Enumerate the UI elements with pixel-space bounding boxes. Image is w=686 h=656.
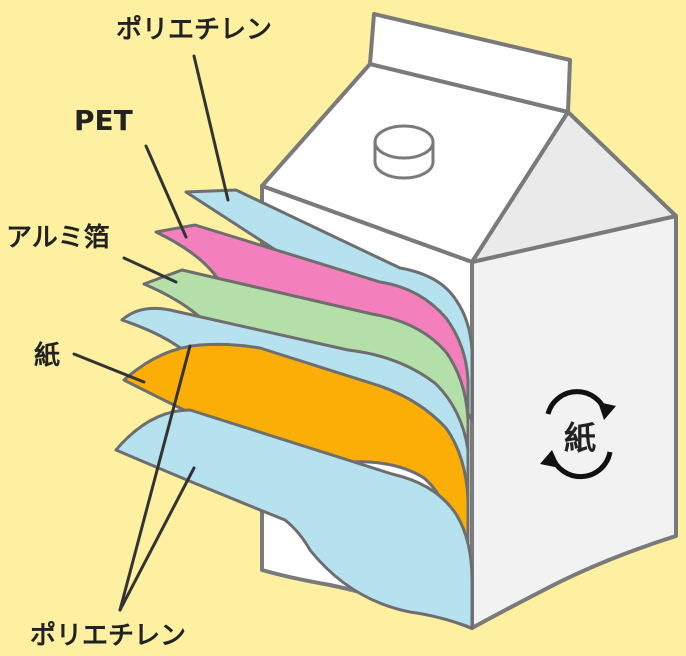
- label-paper: 紙: [34, 340, 60, 371]
- layer-labels: ポリエチレン PET アルミ箔 紙 ポリエチレン: [6, 14, 272, 651]
- recycle-mark-label: 紙: [564, 419, 596, 457]
- carton-roof-right: [470, 110, 678, 264]
- material-layers: [114, 188, 474, 630]
- leader-line-polyethylene-top: [192, 54, 230, 202]
- leader-line-pet: [144, 144, 188, 239]
- layer-polyethylene-bottom: [114, 408, 474, 630]
- recycle-arrowhead-bottom: [540, 450, 560, 468]
- label-pet: PET: [74, 104, 133, 137]
- recycle-arrowhead-top: [598, 402, 616, 420]
- carton-side-face: [470, 214, 678, 630]
- carton-top-fin: [368, 12, 572, 114]
- leader-line-polyethylene-bottom-b: [118, 466, 196, 612]
- label-aluminum-foil: アルミ箔: [6, 222, 110, 253]
- leader-line-paper: [72, 352, 146, 384]
- leader-lines: [72, 54, 230, 612]
- carton-cap-top: [373, 124, 435, 160]
- label-polyethylene-bottom: ポリエチレン: [30, 620, 186, 651]
- leader-line-aluminum-foil: [122, 256, 178, 284]
- paper-recycle-mark: 紙: [540, 389, 616, 480]
- leader-line-polyethylene-bottom-a: [118, 344, 192, 612]
- label-polyethylene-top: ポリエチレン: [116, 14, 272, 45]
